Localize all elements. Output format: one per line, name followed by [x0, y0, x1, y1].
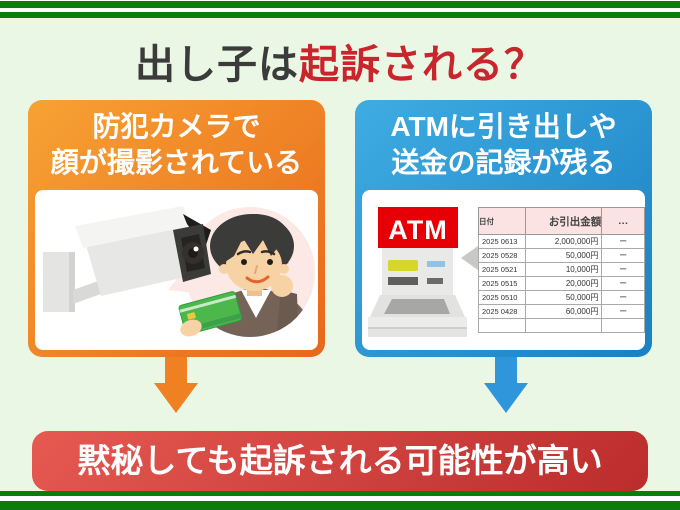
orange-down-arrow	[154, 357, 198, 413]
cell-amount: 50,000円	[524, 248, 603, 263]
card-atm-records: ATMに引き出しや 送金の記録が残る ATM	[355, 100, 652, 357]
cell-date: 2025 0510	[478, 290, 526, 305]
cell-amount: 60,000円	[524, 304, 603, 319]
col-header-more: …	[601, 207, 645, 235]
content-background: 出し子は起訴される？ 防犯カメラで 顔が撮影されている	[0, 18, 680, 491]
cell-amount	[524, 318, 603, 333]
cell-date: 2025 0528	[478, 248, 526, 263]
table-row: 2025 0521 10,000円 ー	[478, 262, 645, 277]
withdrawal-table-header-row: 日付 お引出金額 …	[478, 207, 645, 235]
cell-more: ー	[601, 276, 645, 291]
cell-date: 2025 0428	[478, 304, 526, 319]
atm-icon: ATM	[368, 207, 467, 337]
cell-more	[601, 318, 645, 333]
card-atm-heading: ATMに引き出しや 送金の記録が残る	[355, 100, 652, 181]
page-title-plain: 出し子は	[135, 43, 299, 87]
col-header-amount: お引出金額	[524, 207, 603, 235]
card-security-camera: 防犯カメラで 顔が撮影されている	[28, 100, 325, 357]
cell-more: ー	[601, 262, 645, 277]
table-callout-tail	[461, 246, 478, 270]
table-row: 2025 0528 50,000円 ー	[478, 248, 645, 263]
withdrawal-table: 日付 お引出金額 … 2025 0613 2,000,000円 ー 2025 0…	[478, 207, 645, 333]
table-row: 2025 0613 2,000,000円 ー	[478, 234, 645, 249]
top-border-bar-inner	[0, 12, 680, 18]
cell-amount: 2,000,000円	[524, 234, 603, 249]
table-row: 2025 0515 20,000円 ー	[478, 276, 645, 291]
bottom-border-bar-inner	[0, 491, 680, 496]
orange-arrow-stem	[165, 357, 187, 383]
orange-arrow-head	[154, 383, 198, 413]
table-row: 2025 0428 60,000円 ー	[478, 304, 645, 319]
blue-down-arrow	[484, 357, 528, 413]
security-camera-icon	[43, 206, 315, 337]
bottom-border-bar-outer	[0, 501, 680, 510]
cell-more: ー	[601, 248, 645, 263]
table-row-empty	[478, 318, 645, 333]
card-camera-heading-line1: 防犯カメラで	[92, 111, 261, 142]
page-title: 出し子は起訴される？	[0, 32, 680, 90]
card-camera-body	[35, 190, 318, 350]
cell-date	[478, 318, 526, 333]
cell-date: 2025 0613	[478, 234, 526, 249]
card-atm-heading-line2: 送金の記録が残る	[391, 147, 616, 178]
blue-arrow-head	[484, 383, 528, 413]
conclusion-banner: 黙秘しても起訴される可能性が高い	[32, 431, 648, 491]
page-title-highlight: 起訴される？	[299, 43, 545, 87]
blue-arrow-stem	[495, 357, 517, 383]
col-header-date: 日付	[478, 207, 526, 235]
card-atm-heading-line1: ATMに引き出しや	[390, 111, 617, 142]
cell-amount: 20,000円	[524, 276, 603, 291]
top-border-bar-outer	[0, 1, 680, 8]
card-atm-body: ATM 日付 お引出金額 …	[362, 190, 645, 350]
cell-more: ー	[601, 234, 645, 249]
cell-amount: 10,000円	[524, 262, 603, 277]
atm-sign-label: ATM	[388, 215, 447, 245]
cell-amount: 50,000円	[524, 290, 603, 305]
cell-date: 2025 0521	[478, 262, 526, 277]
cell-more: ー	[601, 290, 645, 305]
card-camera-heading: 防犯カメラで 顔が撮影されている	[28, 100, 325, 181]
cell-more: ー	[601, 304, 645, 319]
cell-date: 2025 0515	[478, 276, 526, 291]
card-camera-heading-line2: 顔が撮影されている	[50, 147, 303, 178]
table-row: 2025 0510 50,000円 ー	[478, 290, 645, 305]
